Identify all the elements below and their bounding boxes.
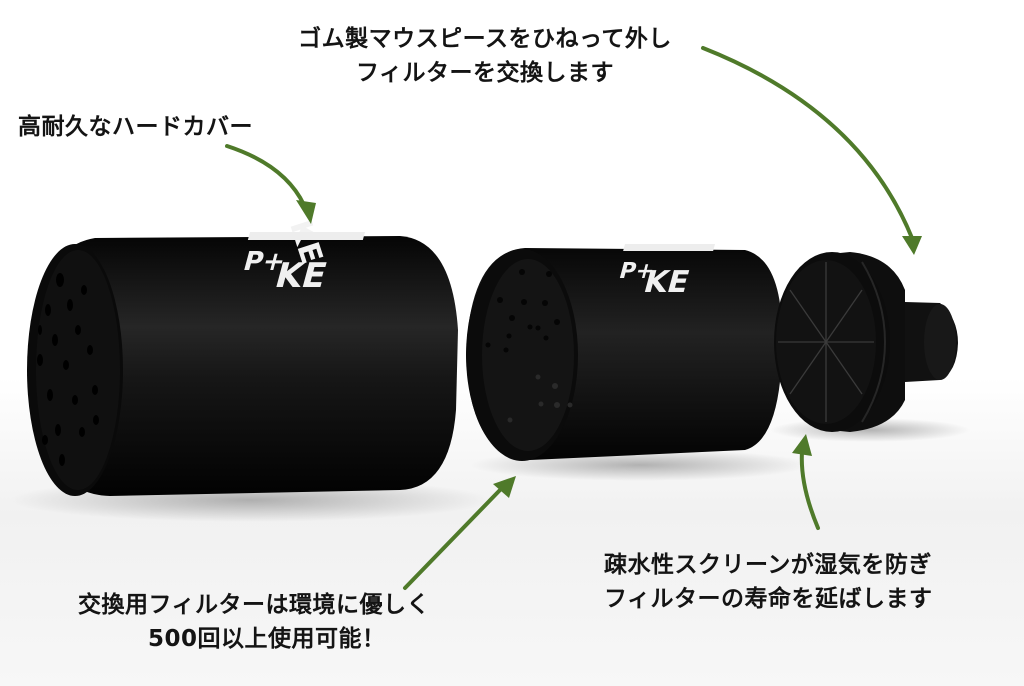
caption-line: 交換用フィルターは環境に優しく bbox=[78, 592, 431, 618]
hydrophobic-screen-caption: 疎水性スクリーンが湿気を防ぎ フィルターの寿命を延ばします bbox=[604, 548, 933, 616]
hard-cover-cylinder: KE KE P+ bbox=[27, 216, 458, 496]
replacement-filter-cartridge: KE P+ bbox=[466, 244, 783, 461]
filter-holes bbox=[485, 269, 560, 353]
vent-holes bbox=[37, 273, 99, 466]
mouthpiece bbox=[774, 252, 958, 432]
mouthpiece-caption: ゴム製マウスピースをひねって外し フィルターを交換します bbox=[255, 22, 715, 90]
arrow-head-icon bbox=[902, 236, 922, 255]
curved-arrow-to-mouthpiece-icon bbox=[701, 46, 914, 240]
brand-logo-text: KE bbox=[271, 257, 331, 296]
curved-arrow-to-screen-icon bbox=[799, 450, 820, 530]
caption-line: ゴム製マウスピースをひねって外し bbox=[298, 26, 672, 52]
curved-arrow-to-cover-icon bbox=[225, 144, 306, 207]
brand-logo-text: P+ bbox=[616, 258, 657, 284]
screen-ribs bbox=[778, 262, 874, 422]
caption-line: 高耐久なハードカバー bbox=[18, 114, 253, 140]
arrow-head-icon bbox=[792, 434, 812, 456]
replacement-filter-caption: 交換用フィルターは環境に優しく 500回以上使用可能！ bbox=[78, 588, 448, 656]
caption-line: 疎水性スクリーンが湿気を防ぎ bbox=[604, 552, 932, 578]
caption-line: 500回以上使用可能！ bbox=[148, 626, 386, 652]
caption-line: フィルターを交換します bbox=[355, 60, 615, 86]
brand-logo-text: KE bbox=[640, 265, 693, 299]
arrow-head-icon bbox=[296, 200, 316, 224]
caption-line: フィルターの寿命を延ばします bbox=[604, 586, 933, 612]
hard-cover-caption: 高耐久なハードカバー bbox=[18, 110, 253, 144]
brand-logo-text: P+ bbox=[240, 246, 289, 276]
straight-arrow-to-filter-icon bbox=[403, 488, 502, 590]
arrow-head-icon bbox=[493, 476, 516, 498]
